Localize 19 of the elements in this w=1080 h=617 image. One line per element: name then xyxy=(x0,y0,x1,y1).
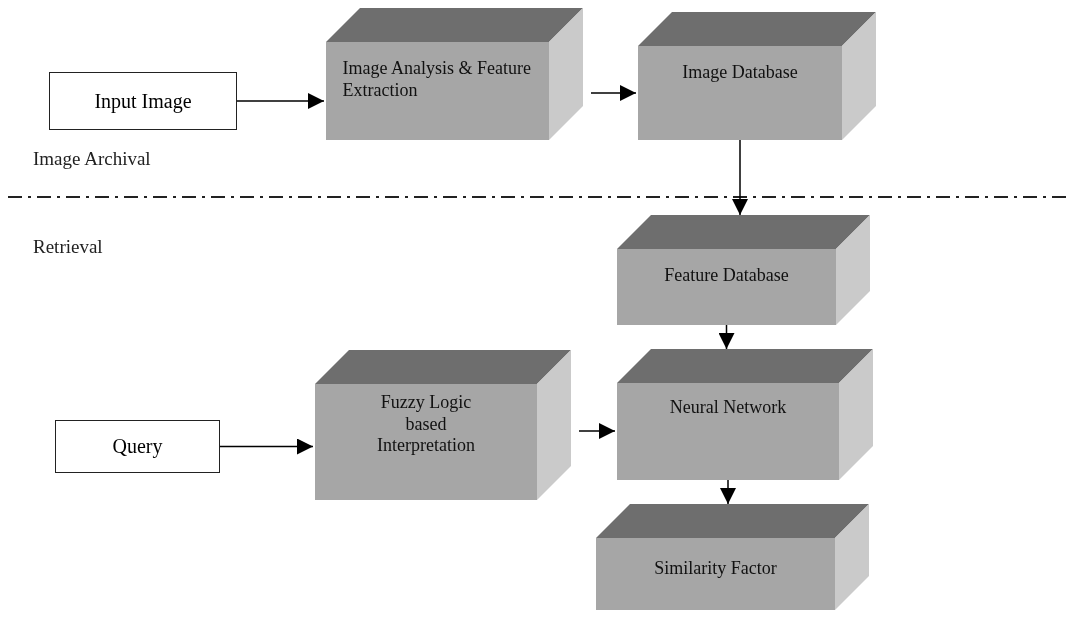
section-label: Image Archival xyxy=(33,148,151,170)
box-label: Image Analysis & Feature Extraction xyxy=(342,58,532,102)
section-label: Retrieval xyxy=(33,236,103,258)
arrow xyxy=(590,85,637,101)
arrow xyxy=(578,423,616,439)
box-label: Input Image xyxy=(94,89,192,113)
arrow xyxy=(219,438,314,455)
box-label: Similarity Factor xyxy=(653,558,778,580)
arrow xyxy=(732,139,748,216)
box-label: Fuzzy Logic based Interpretation xyxy=(376,392,476,457)
process-box xyxy=(49,72,237,130)
box-label: Query xyxy=(112,435,163,458)
arrow xyxy=(236,93,325,109)
box-label: Neural Network xyxy=(668,397,788,419)
process-box xyxy=(55,420,220,473)
arrow xyxy=(720,479,736,505)
box-label: Feature Database xyxy=(663,265,790,287)
arrow xyxy=(718,324,735,350)
box-label: Image Database xyxy=(681,62,799,84)
